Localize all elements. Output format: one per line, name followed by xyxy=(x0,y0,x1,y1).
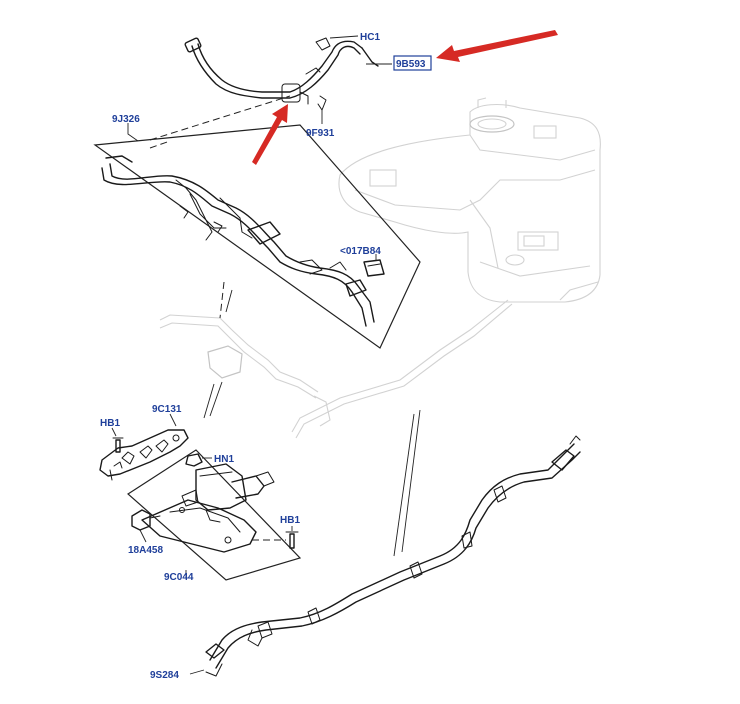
fuel-line-assembly xyxy=(189,435,581,677)
fuel-tank-outline xyxy=(338,97,601,303)
dashed-leaders-mid xyxy=(203,281,233,419)
canister-bracket-box xyxy=(127,449,302,581)
label-hc1: HC1 xyxy=(360,32,380,43)
label-9j326: 9J326 xyxy=(112,114,140,125)
label-hb1-right: HB1 xyxy=(280,515,300,526)
label-hb1-left: HB1 xyxy=(100,418,120,429)
label-18a458: 18A458 xyxy=(128,545,163,556)
label-9f931: 9F931 xyxy=(306,128,335,139)
red-arrow-icon xyxy=(436,30,558,62)
harness-detail-box xyxy=(93,123,421,349)
label-9b593: 9B593 xyxy=(396,59,426,70)
label-9s284: 9S284 xyxy=(150,670,179,681)
vent-pipe-assembly xyxy=(184,35,392,124)
dashed-leaders-top xyxy=(149,95,291,149)
label-9c131: 9C131 xyxy=(152,404,182,415)
highlight-box xyxy=(393,55,432,71)
part-labels: HC1 9B593 9F931 9J326 <017B84 HB1 9C131 … xyxy=(100,32,426,681)
label-9c044: 9C044 xyxy=(164,572,194,583)
red-arrow-icon xyxy=(252,104,288,165)
highlight-arrows xyxy=(252,30,558,165)
leader-lines-lower xyxy=(393,409,421,557)
bracket-9c131 xyxy=(99,413,189,481)
label-hn1: HN1 xyxy=(214,454,234,465)
label-017b84: <017B84 xyxy=(340,246,381,257)
ghost-fuel-lines xyxy=(159,299,513,439)
